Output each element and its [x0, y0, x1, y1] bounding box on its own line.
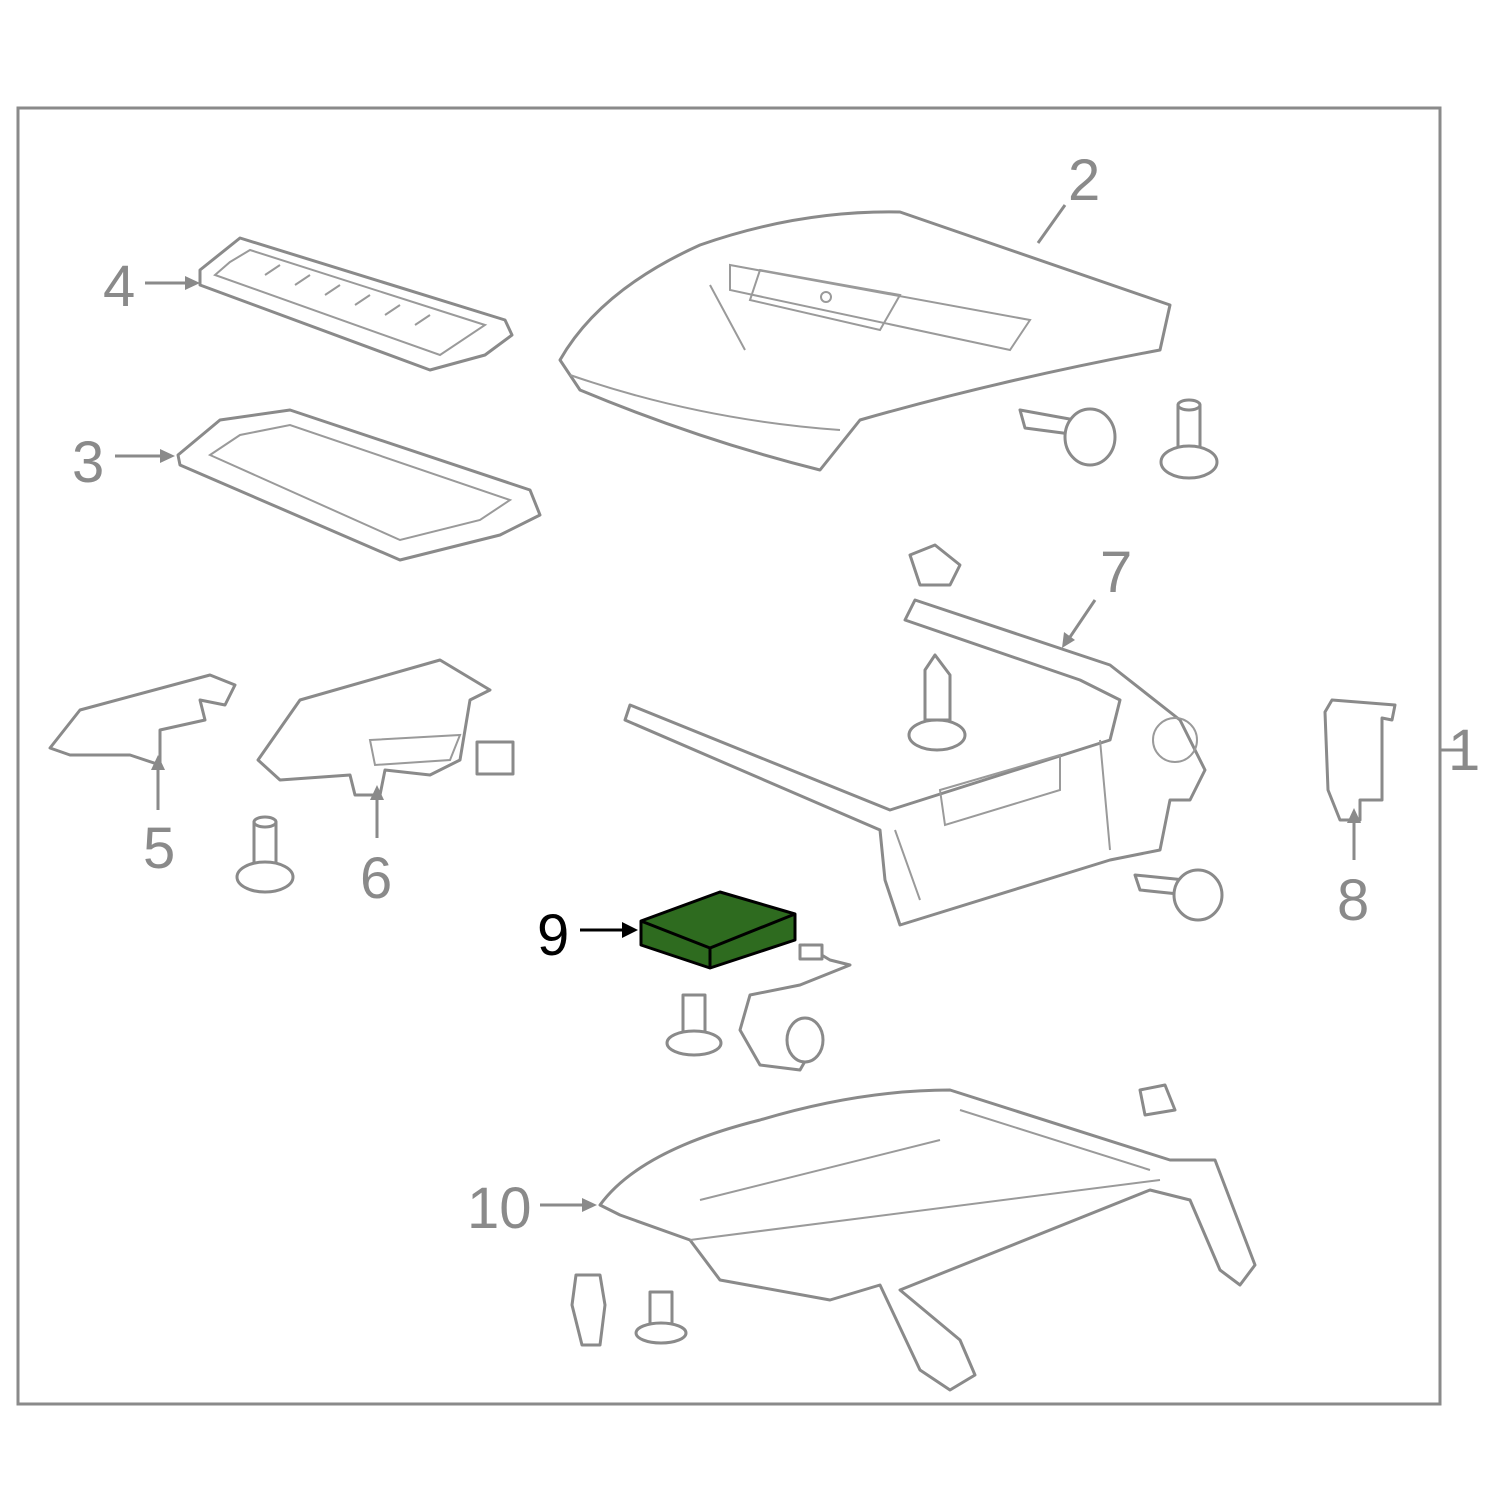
part-8-cover[interactable] [1323, 698, 1397, 822]
callout-2: 2 [1068, 148, 1100, 213]
part-10-console-base[interactable] [598, 1083, 1257, 1392]
callout-5: 5 [143, 816, 175, 881]
callout-9: 9 [537, 903, 569, 968]
part-3-tray[interactable] [176, 408, 542, 562]
part-4-mat[interactable] [198, 236, 514, 372]
callouts: 1 2 3 4 5 6 7 8 9 10 [72, 148, 1480, 1241]
callout-8: 8 [1337, 868, 1369, 933]
callout-3: 3 [72, 430, 104, 495]
part-2-screws [1018, 398, 1219, 480]
callout-10: 10 [467, 1176, 532, 1241]
callout-6: 6 [360, 846, 392, 911]
part-2-console-lid[interactable] [558, 210, 1172, 472]
wire-harness [665, 943, 852, 1072]
clip-icon [908, 543, 962, 587]
diagram-frame [16, 106, 1442, 1406]
part-7-armrest-frame[interactable] [623, 543, 1224, 927]
clip-icon [475, 740, 515, 776]
part-6-bracket[interactable] [256, 658, 515, 797]
base-screws [570, 1273, 688, 1347]
part-9-module-highlighted[interactable] [639, 890, 797, 970]
callout-4: 4 [103, 254, 135, 319]
callout-7: 7 [1100, 540, 1132, 605]
screw-left [235, 815, 295, 894]
callout-1: 1 [1448, 718, 1480, 783]
part-5-bracket[interactable] [48, 673, 237, 767]
